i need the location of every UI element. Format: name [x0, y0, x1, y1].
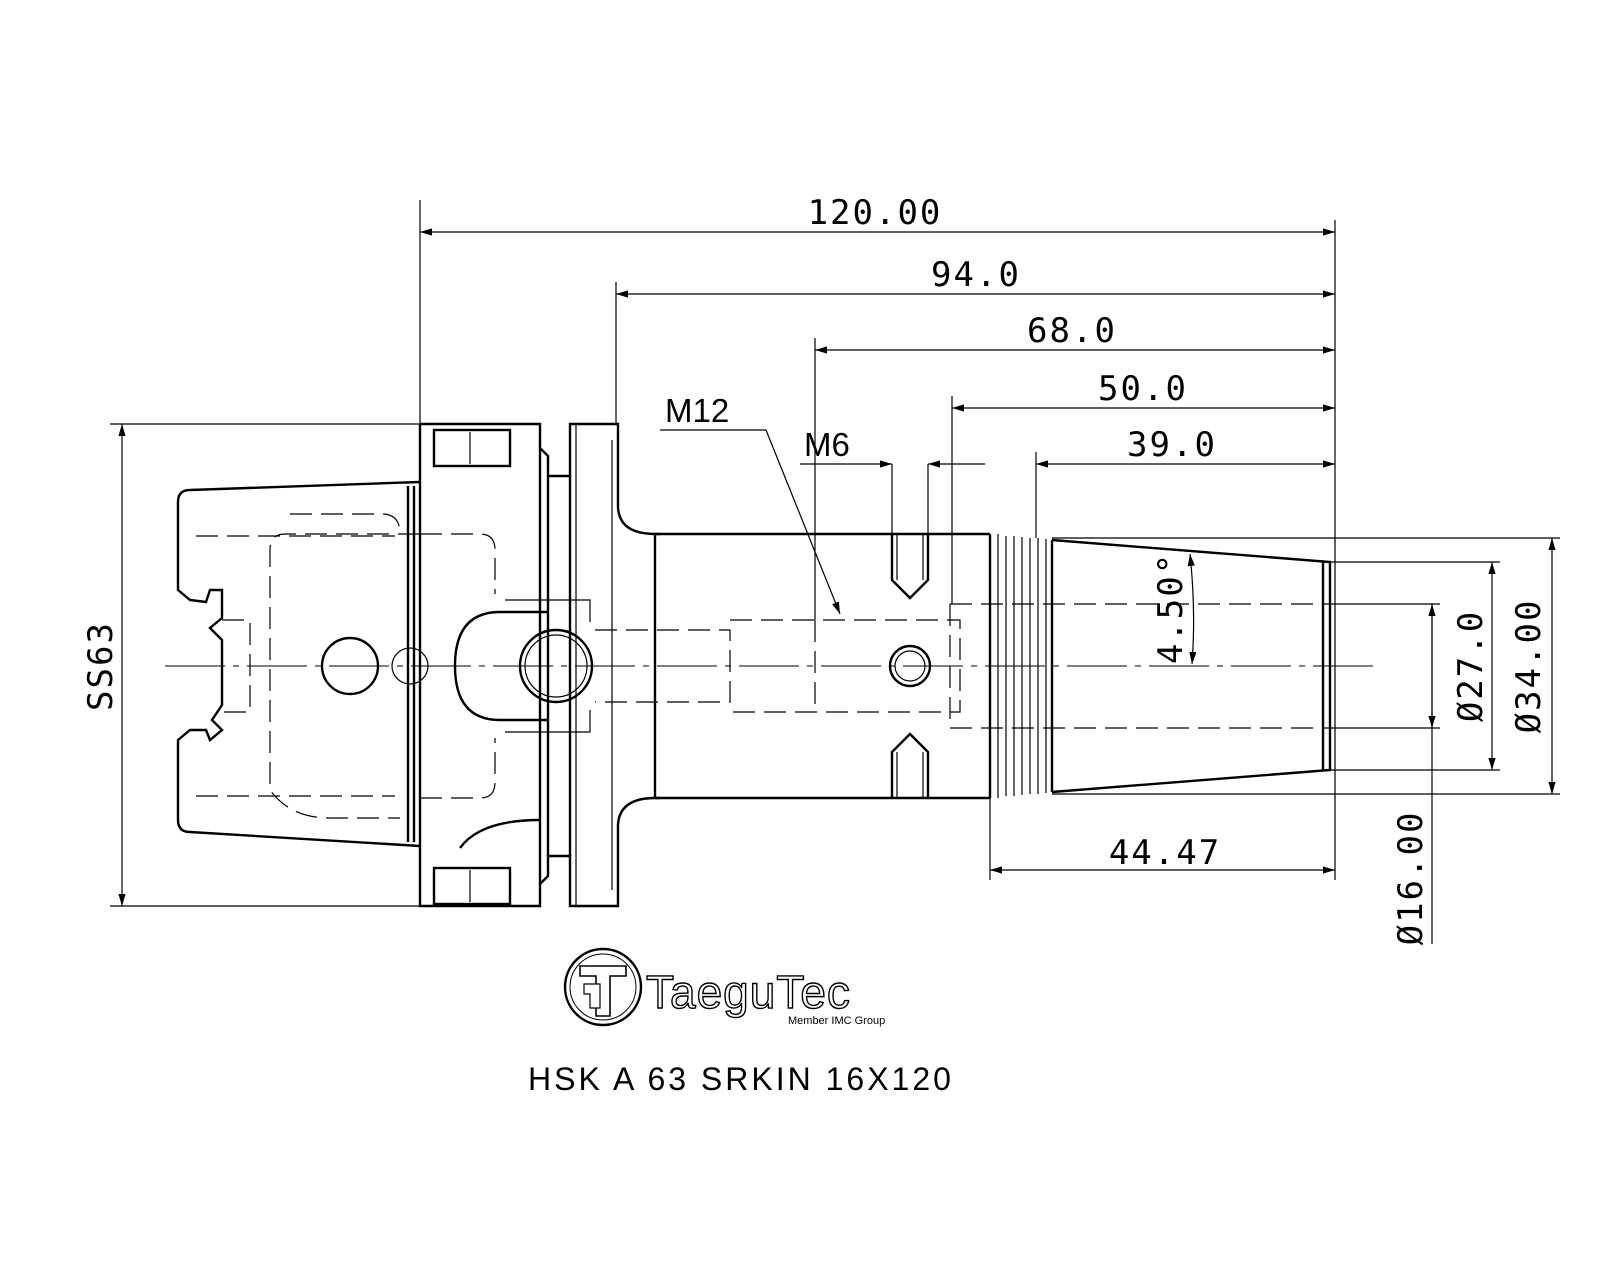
- dimension-lines: [110, 200, 1560, 944]
- part-number: HSK A 63 SRKIN 16X120: [528, 1061, 954, 1097]
- length-39-label: 39.0: [1127, 425, 1217, 465]
- diameter-34-label: Ø34.00: [1509, 599, 1549, 734]
- m12-thread-label: M12: [665, 392, 729, 429]
- dimension-labels: 120.00 94.0 68.0 50.0 39.0 44.47 M12 M6 …: [81, 193, 1549, 945]
- tool-holder-outline: [165, 422, 1375, 908]
- length-94-label: 94.0: [931, 255, 1021, 295]
- m6-thread-label: M6: [804, 426, 850, 463]
- taegutec-logo: TaeguTec Member IMC Group: [563, 947, 885, 1027]
- length-44-label: 44.47: [1109, 833, 1221, 873]
- overall-length-label: 120.00: [808, 193, 943, 233]
- length-50-label: 50.0: [1098, 369, 1188, 409]
- logo-tagline-text: Member IMC Group: [788, 1015, 885, 1027]
- length-68-label: 68.0: [1027, 311, 1117, 351]
- logo-brand-text: TaeguTec: [646, 966, 851, 1018]
- taper-angle-label: 4.50°: [1151, 552, 1191, 664]
- flange-size-label: SS63: [81, 621, 121, 711]
- diameter-16-label: Ø16.00: [1391, 811, 1431, 946]
- diameter-27-label: Ø27.0: [1451, 610, 1491, 722]
- logo-mark-icon: [579, 965, 627, 1017]
